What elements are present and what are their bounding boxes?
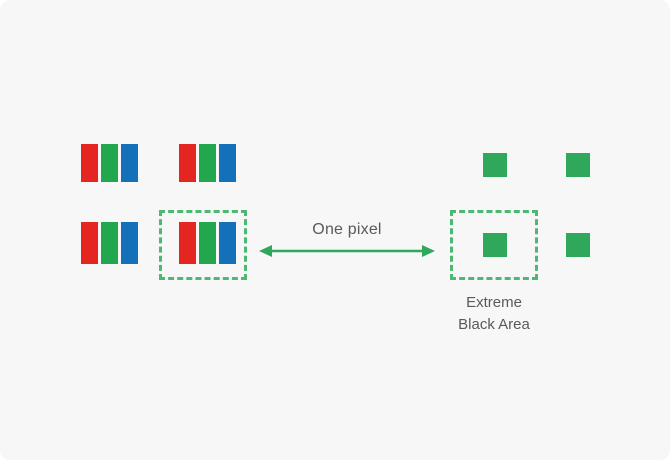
subpixel-green <box>199 222 216 264</box>
subpixel-green <box>199 144 216 182</box>
pixel-group-top-left <box>81 144 138 182</box>
one-pixel-arrow <box>256 240 438 264</box>
pixel-highlight-box-left <box>159 210 247 280</box>
subpixel-green <box>101 144 118 182</box>
subpixel-blue <box>219 144 236 182</box>
subpixel-red <box>179 144 196 182</box>
extreme-black-area-label-line1: Extreme <box>466 294 522 311</box>
subpixel-red <box>81 222 98 264</box>
subpixel-blue <box>121 222 138 264</box>
black-area-pixel-top-left <box>483 153 507 177</box>
subpixel-red <box>179 222 196 264</box>
subpixel-blue <box>121 144 138 182</box>
subpixel-red <box>81 144 98 182</box>
extreme-black-area-label-line2: Black Area <box>458 316 530 333</box>
pixel-group-bottom-right <box>179 222 236 264</box>
black-area-pixel-top-right <box>566 153 590 177</box>
subpixel-green <box>101 222 118 264</box>
subpixel-blue <box>219 222 236 264</box>
black-area-pixel-bottom-left <box>483 233 507 257</box>
extreme-black-area-label: Extreme Black Area <box>414 292 574 336</box>
pixel-highlight-box-right <box>450 210 538 280</box>
one-pixel-label: One pixel <box>312 221 382 238</box>
black-area-pixel-bottom-right <box>566 233 590 257</box>
pixel-group-bottom-left <box>81 222 138 264</box>
pixel-group-top-right <box>179 144 236 182</box>
